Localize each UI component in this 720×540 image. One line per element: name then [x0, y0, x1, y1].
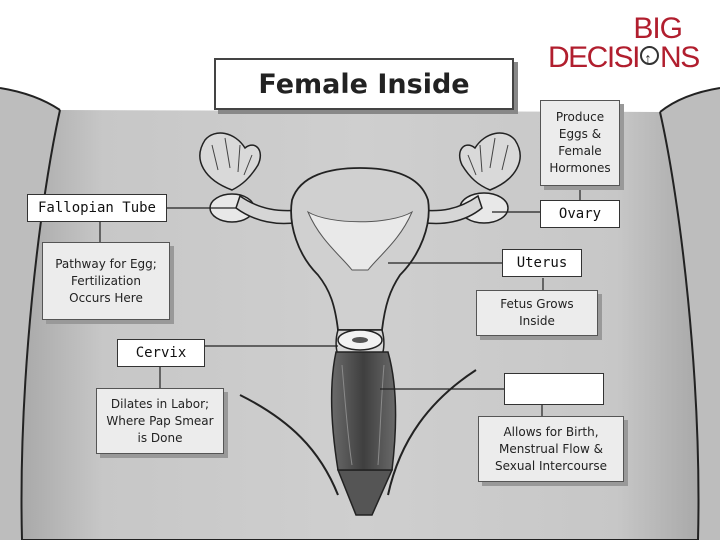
desc-fallopian-tube: Pathway for Egg; Fertilization Occurs He… — [42, 242, 170, 320]
uterine-cavity — [306, 210, 414, 271]
up-arrow-icon — [640, 44, 660, 76]
diagram-title: Female Inside — [214, 58, 514, 110]
right-fimbriae — [458, 132, 521, 191]
label-cervix: Cervix — [117, 339, 205, 367]
desc-cervix: Dilates in Labor; Where Pap Smear is Don… — [96, 388, 224, 454]
logo-line-2: DECISINS — [548, 42, 700, 77]
desc-uterus: Fetus Grows Inside — [476, 290, 598, 336]
label-ovary: Ovary — [540, 200, 620, 228]
label-uterus: Uterus — [502, 249, 582, 277]
big-decisions-logo: BIG DECISINS — [548, 12, 708, 77]
leader-lines — [99, 186, 581, 416]
vagina-shape — [330, 351, 397, 471]
logo-line-1: BIG — [633, 12, 683, 45]
desc-ovary: Produce Eggs & Female Hormones — [540, 100, 620, 186]
label-vagina-blank — [504, 373, 604, 405]
label-fallopian-tube: Fallopian Tube — [27, 194, 167, 222]
left-fimbriae — [199, 132, 262, 191]
desc-vagina: Allows for Birth, Menstrual Flow & Sexua… — [478, 416, 624, 482]
